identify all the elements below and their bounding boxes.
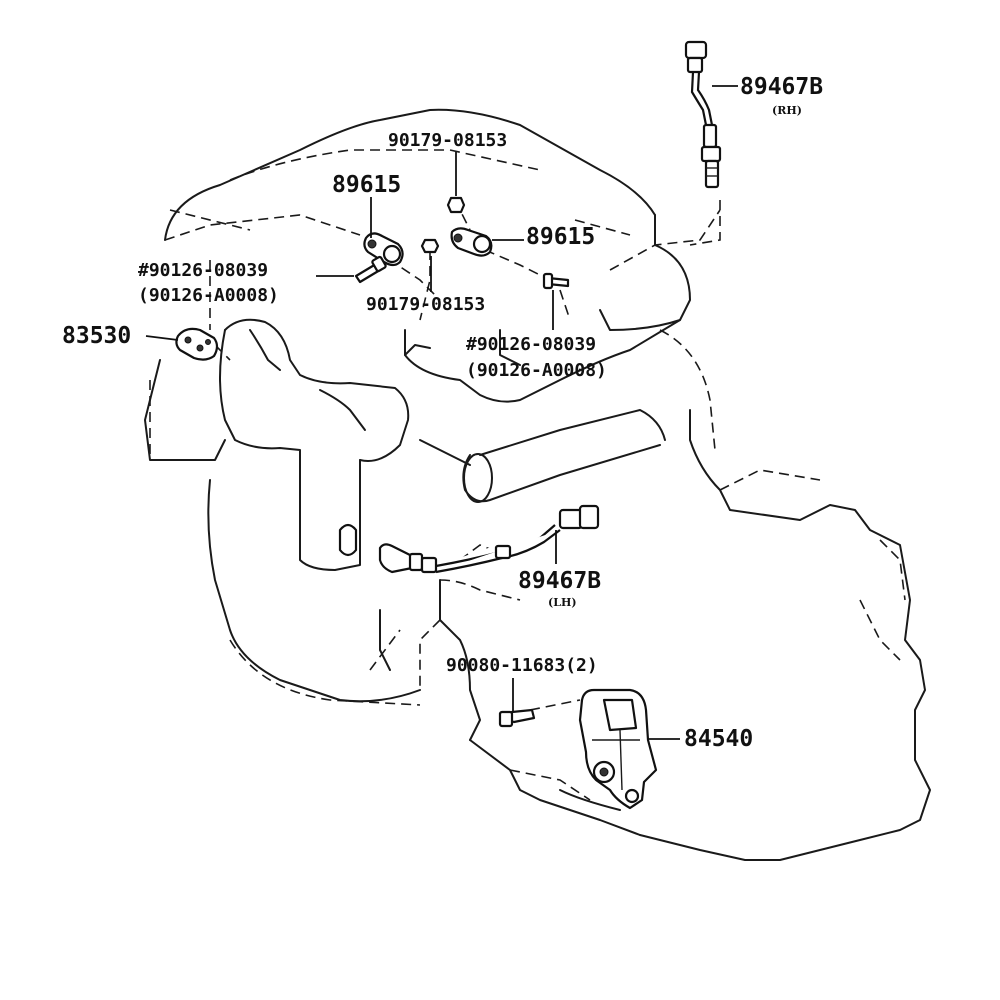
assembly-guide-lines [214,199,721,711]
label-oxygen-sensor-rh-note: (RH) [772,104,802,117]
bolts-bottom[interactable] [498,708,536,728]
engine-block-outline [144,108,931,861]
bolt-top[interactable] [446,196,466,214]
label-oxygen-sensor-lh[interactable]: 89467B [518,568,601,594]
bolt-right[interactable] [542,272,570,290]
oxygen-sensor-lh[interactable] [378,504,600,574]
bolt-left[interactable] [354,255,387,284]
label-bolt-right-1[interactable]: #90126-08039 [466,334,596,355]
part-labels: 89467B (RH) 90179-08153 89615 89615 #901… [62,74,823,752]
oxygen-sensor-rh[interactable] [684,40,722,189]
knock-sensor-right[interactable] [450,227,493,257]
label-neutral-start-switch[interactable]: 84540 [684,726,753,752]
label-bolt-top[interactable]: 90179-08153 [388,130,507,151]
bolt-mid[interactable] [420,238,440,254]
label-knock-sensor-right[interactable]: 89615 [526,224,595,250]
label-oil-pressure-switch[interactable]: 83530 [62,323,131,349]
label-bolt-left-1[interactable]: #90126-08039 [138,260,268,281]
label-bolt-right-2[interactable]: (90126-A0008) [466,360,607,381]
label-knock-sensor-left[interactable]: 89615 [332,172,401,198]
oil-pressure-switch[interactable] [175,327,219,361]
neutral-start-switch[interactable] [578,688,658,810]
label-oxygen-sensor-rh[interactable]: 89467B [740,74,823,100]
label-bolts-bottom[interactable]: 90080-11683(2) [446,655,598,676]
label-oxygen-sensor-lh-note: (LH) [548,596,577,609]
label-bolt-left-2[interactable]: (90126-A0008) [138,285,279,306]
knock-sensor-left[interactable] [363,232,404,267]
label-bolt-mid[interactable]: 90179-08153 [366,294,485,315]
